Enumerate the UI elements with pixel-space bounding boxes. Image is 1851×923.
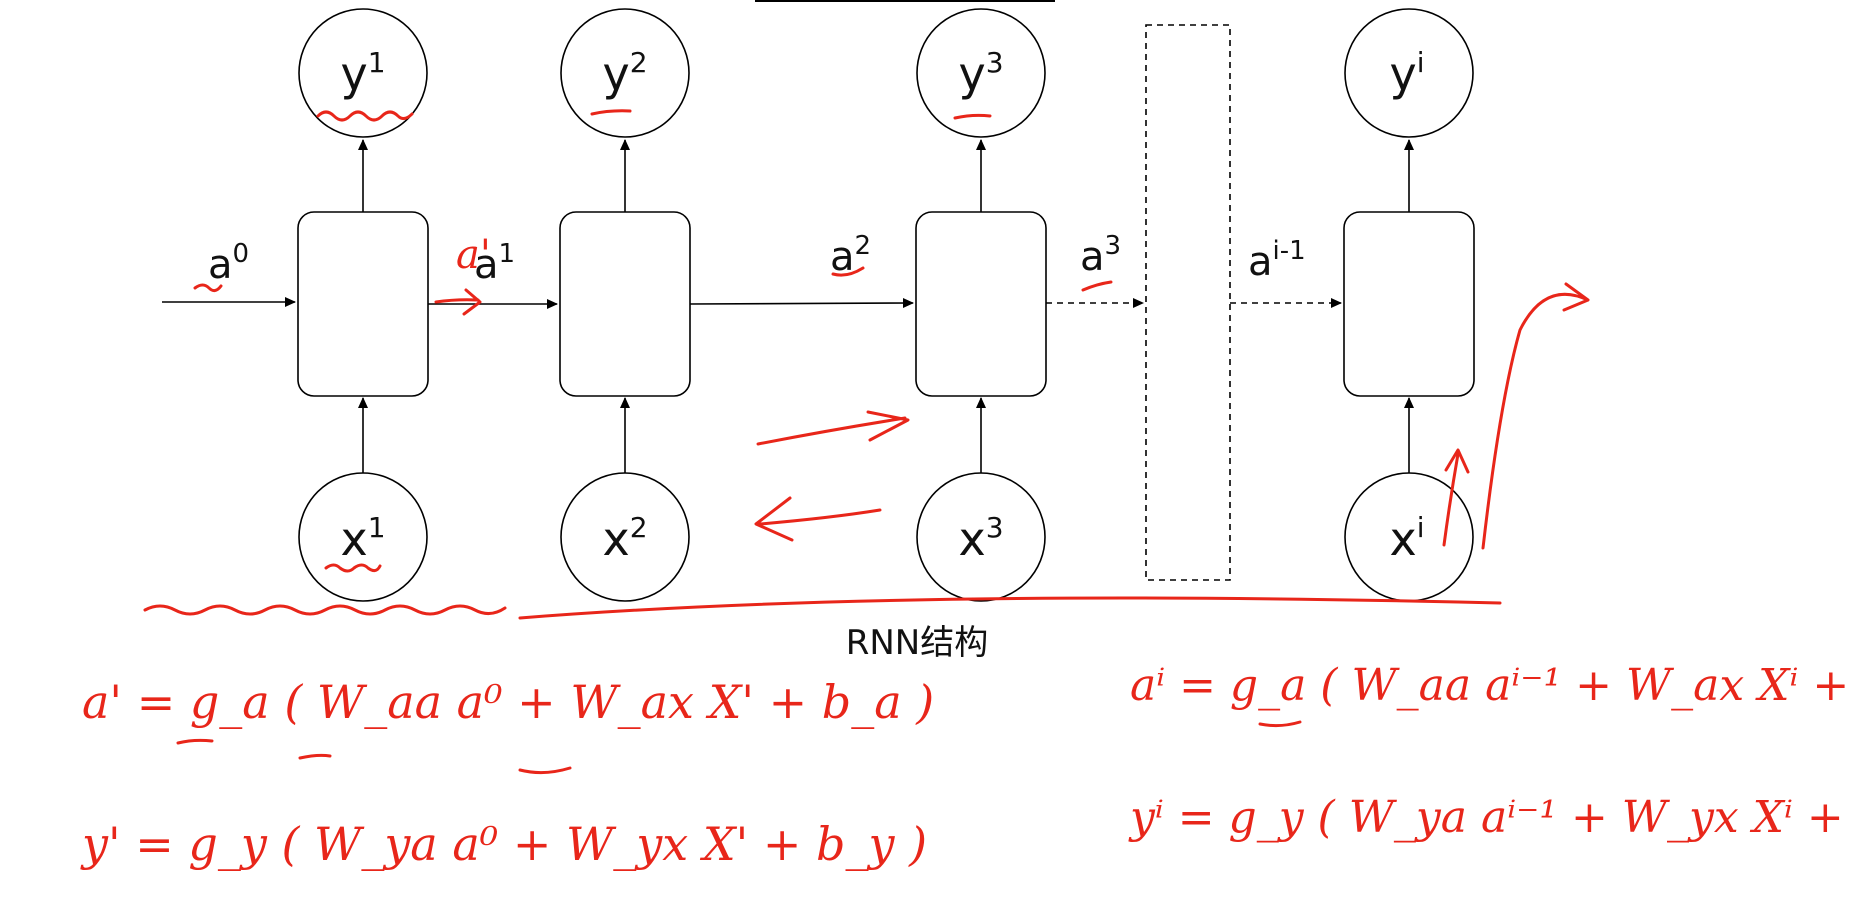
underline-waa xyxy=(298,753,332,760)
wavy-underline-left xyxy=(143,604,507,616)
up-arrow-sketch xyxy=(1442,448,1470,547)
label-xi: xi xyxy=(1389,511,1424,566)
label-y2: y2 xyxy=(602,46,647,101)
rnn-cell-1 xyxy=(297,211,429,397)
rnn-cell-i xyxy=(1343,211,1475,397)
equation-y1: y' = g_y ( W_ya a⁰ + W_yx X' + b_y ) xyxy=(80,817,927,871)
curved-arrow-sketch xyxy=(1481,282,1590,550)
long-underline xyxy=(518,596,1502,620)
output-node-y1 xyxy=(298,8,428,138)
underline-y2 xyxy=(590,109,632,116)
squiggle-a0 xyxy=(193,283,223,293)
underline-ga xyxy=(176,738,214,745)
output-node-y2 xyxy=(560,8,690,138)
underline-a3 xyxy=(1081,280,1113,292)
ellipsis-block xyxy=(1145,24,1231,581)
rnn-cell-3 xyxy=(915,211,1047,397)
handwriting-strokes xyxy=(143,109,1590,775)
underline-y3 xyxy=(953,113,992,120)
equation-ai: aⁱ = g_a ( W_aa aⁱ⁻¹ + W_ax Xⁱ + b_a ) xyxy=(1130,660,1851,711)
underline-a2 xyxy=(831,266,865,277)
output-node-yi xyxy=(1344,8,1474,138)
label-x2: x2 xyxy=(602,511,647,566)
squiggle-y1 xyxy=(316,110,414,122)
rnn-cell-2 xyxy=(559,211,691,397)
label-y1: y1 xyxy=(340,46,385,101)
label-x1: x1 xyxy=(340,511,385,566)
label-y3: y3 xyxy=(958,46,1003,101)
label-x3: x3 xyxy=(958,511,1003,566)
underline-wax xyxy=(518,766,572,775)
squiggle-x1 xyxy=(324,563,382,573)
equation-yi: yⁱ = g_y ( W_ya aⁱ⁻¹ + W_yx Xⁱ + b_a ) xyxy=(1128,792,1851,843)
underline-ga-i xyxy=(1258,720,1302,728)
arrow-a2 xyxy=(689,298,914,309)
label-a3: a3 xyxy=(1080,231,1121,280)
label-yi: yi xyxy=(1389,46,1424,101)
diagram-caption: RNN结构 xyxy=(846,623,989,663)
output-node-y3 xyxy=(916,8,1046,138)
label-a0: a0 xyxy=(208,239,249,288)
handwritten-arrow-a1 xyxy=(434,288,482,316)
label-a1: a1 xyxy=(474,239,515,288)
backward-arrow-sketch xyxy=(754,496,882,542)
forward-arrow-sketch xyxy=(756,410,910,446)
label-ai-1: ai-1 xyxy=(1248,236,1306,285)
handwritten-a1: a' xyxy=(456,232,491,278)
equation-a1: a' = g_a ( W_aa a⁰ + W_ax X' + b_a ) xyxy=(82,675,934,729)
